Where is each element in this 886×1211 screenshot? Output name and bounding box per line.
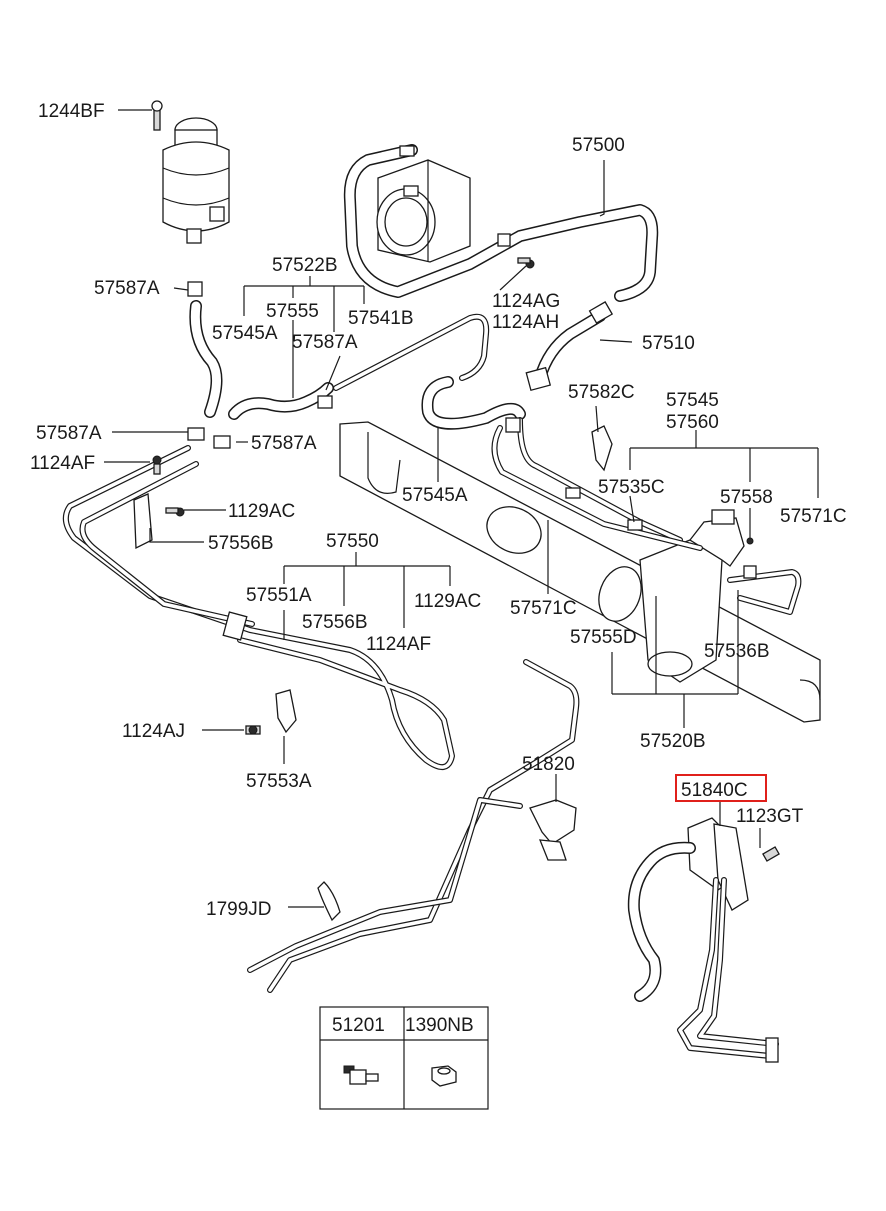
label-57553A: 57553A [246, 771, 312, 792]
label-57545A: 57545A [212, 323, 278, 344]
label-57587A: 57587A [36, 423, 102, 444]
cooler-lines-57550 [62, 445, 455, 770]
label-1244BF: 1244BF [38, 101, 105, 122]
label-1129AC: 1129AC [414, 591, 481, 612]
label-1799JD: 1799JD [206, 899, 272, 920]
flex-lines [247, 659, 580, 993]
label-57520B: 57520B [640, 731, 706, 752]
label-1129AC: 1129AC [228, 501, 295, 522]
assembly-51840C [627, 817, 780, 1063]
steering-gear [339, 421, 821, 723]
label-57560: 57560 [666, 412, 719, 433]
label-57550: 57550 [326, 531, 379, 552]
table-header-51201: 51201 [332, 1015, 385, 1036]
leader-lines [104, 109, 819, 908]
label-57510: 57510 [642, 333, 695, 354]
label-57571C: 57571C [780, 506, 847, 527]
highlight-box [675, 774, 767, 802]
fasteners [152, 257, 754, 735]
label-57587A: 57587A [251, 433, 317, 454]
label-57587A: 57587A [94, 278, 160, 299]
label-57535C: 57535C [598, 477, 665, 498]
label-57555: 57555 [266, 301, 319, 322]
label-51840C: 51840C [681, 780, 748, 801]
label-1124AJ: 1124AJ [122, 721, 185, 742]
label-57545A: 57545A [402, 485, 468, 506]
return-hoses [187, 281, 526, 449]
pressure-pipes [491, 417, 802, 615]
label-57558: 57558 [720, 487, 773, 508]
label-57571C: 57571C [510, 598, 577, 619]
pump [376, 159, 471, 263]
label-57556B: 57556B [208, 533, 274, 554]
label-57541B: 57541B [348, 308, 414, 329]
clip-57582C [591, 425, 613, 472]
label-1124AF: 1124AF [30, 453, 95, 474]
part-labels: 1244BF 57500 57522B 57587A 57555 57545A … [30, 101, 847, 920]
reservoir [151, 100, 230, 244]
label-57555D: 57555D [570, 627, 637, 648]
label-1124AH: 1124AH [492, 312, 559, 333]
hose-57500 [343, 144, 659, 302]
legend-table: 51201 1390NB [319, 1006, 489, 1110]
bolt-icon [343, 1065, 379, 1085]
table-header-1390NB: 1390NB [405, 1015, 474, 1036]
nut-icon [431, 1065, 457, 1087]
label-57500: 57500 [572, 135, 625, 156]
label-1124AG: 1124AG [492, 291, 560, 312]
label-1123GT: 1123GT [736, 806, 804, 827]
label-57551A: 57551A [246, 585, 312, 606]
label-57536B: 57536B [704, 641, 770, 662]
label-57582C: 57582C [568, 382, 635, 403]
label-57556B: 57556B [302, 612, 368, 633]
hose-57510 [525, 301, 614, 392]
label-51820: 51820 [522, 754, 575, 775]
label-57545: 57545 [666, 390, 719, 411]
label-57587A: 57587A [292, 332, 358, 353]
label-1124AF: 1124AF [366, 634, 431, 655]
label-57522B: 57522B [272, 255, 338, 276]
